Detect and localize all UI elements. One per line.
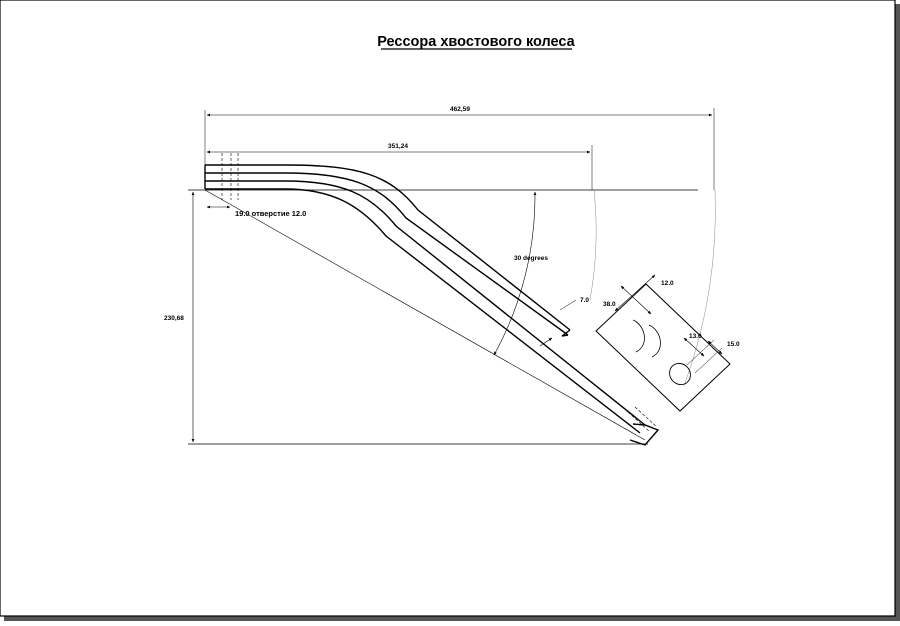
construction-arc-inner xyxy=(589,189,597,301)
dim-leaf-end-line xyxy=(539,337,553,347)
dim-angle: 30 degrees xyxy=(514,255,548,262)
section-detail: 12.0 38.0 13.0 15.0 xyxy=(595,274,740,412)
left-hole-marks xyxy=(221,153,239,200)
dim-height: 230,68 xyxy=(164,315,184,322)
short-leaf-end xyxy=(561,329,571,337)
dim-section-width: 12.0 xyxy=(661,280,674,287)
construction-arc-outer xyxy=(683,189,716,387)
spring-leaves xyxy=(204,164,660,446)
spring-leaf-2 xyxy=(205,172,569,336)
drawing-title: Рессора хвостового колеса xyxy=(377,34,575,50)
dim-leaf-end: 7.0 xyxy=(580,297,589,304)
dim-angle-arc xyxy=(493,191,537,356)
dim-clamp-b: 15.0 xyxy=(727,341,740,348)
section-waves xyxy=(632,319,661,358)
dim-section-height: 38.0 xyxy=(603,301,616,308)
section-pin xyxy=(669,362,691,386)
long-leaf-end xyxy=(629,423,660,446)
dim-overall-length: 462,59 xyxy=(450,106,470,113)
spring-leaf-1 xyxy=(205,164,571,331)
spring-leaf-4 xyxy=(205,188,641,434)
dim-hole: 19.0 отверстие 12.0 xyxy=(235,209,306,218)
dim-clamp-a: 13.0 xyxy=(689,333,702,340)
diagonal-reference-line xyxy=(204,189,646,441)
spring-leaf-3 xyxy=(205,180,646,426)
dim-inner-length: 351,24 xyxy=(388,143,408,150)
